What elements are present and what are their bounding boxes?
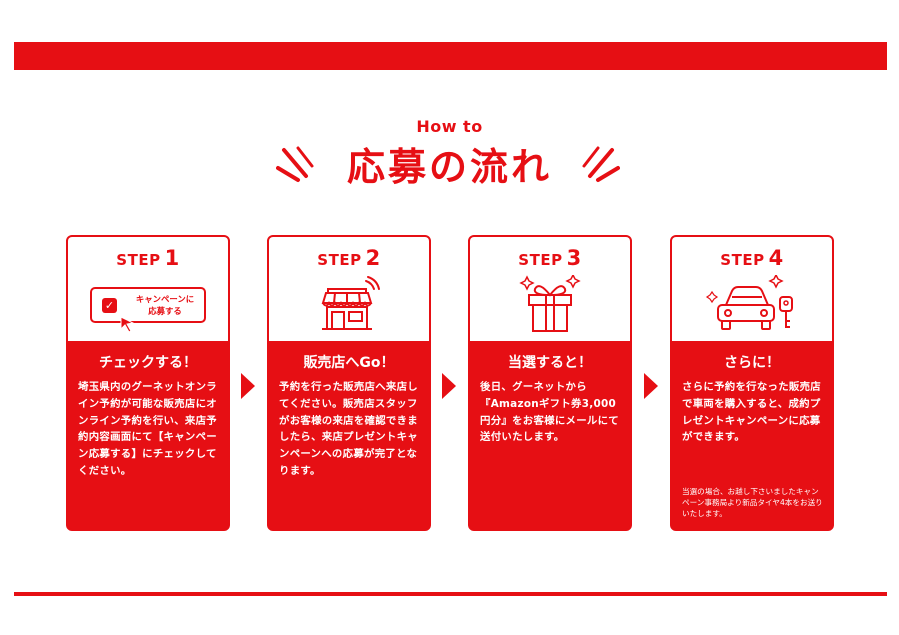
- gift-icon: [519, 275, 581, 332]
- step-heading: さらに！: [724, 355, 780, 371]
- check-icon: ✓: [102, 298, 117, 313]
- next-arrow-icon: [644, 373, 658, 399]
- top-banner-bar: [14, 42, 887, 70]
- checkbox-cursor-icon: ✓ キャンペーンに 応募する: [68, 275, 228, 335]
- step-footnote: 当選の場合、お越し下さいましたキャンペーン事務局より新品タイヤ4本をお送りいたし…: [682, 487, 823, 518]
- bottom-divider: [14, 592, 887, 596]
- step-heading: チェックする！: [99, 355, 197, 371]
- next-arrow-icon: [241, 373, 255, 399]
- right-accent-lines-icon: [582, 146, 620, 182]
- store-icon: [321, 276, 380, 330]
- step-description: 後日、グーネットから『Amazonギフト券3,000円分』をお客様にメールにて送…: [480, 381, 619, 444]
- step-description: 予約を行った販売店へ来店してください。販売店スタッフがお客様の来店を確認できまし…: [279, 381, 418, 477]
- campaign-entry-checkbox-illustration: ✓ キャンペーンに 応募する: [90, 287, 206, 333]
- step-description: さらに予約を行なった販売店で車両を購入すると、成約プレゼントキャンペーンに応募が…: [682, 381, 821, 444]
- cursor-icon: [120, 316, 135, 333]
- step-heading: 当選すると！: [508, 355, 592, 371]
- page-title: 応募の流れ: [346, 145, 552, 189]
- how-to-label: How to: [416, 117, 483, 136]
- step-description: 埼玉県内のグーネットオンライン予約が可能な販売店にオンライン予約を行い、来店予約…: [78, 381, 217, 477]
- left-accent-lines-icon: [276, 146, 314, 182]
- next-arrow-icon: [442, 373, 456, 399]
- campaign-entry-text: キャンペーンに 応募する: [135, 294, 195, 316]
- car-key-icon: [705, 275, 793, 330]
- step-heading: 販売店へGo！: [303, 355, 395, 371]
